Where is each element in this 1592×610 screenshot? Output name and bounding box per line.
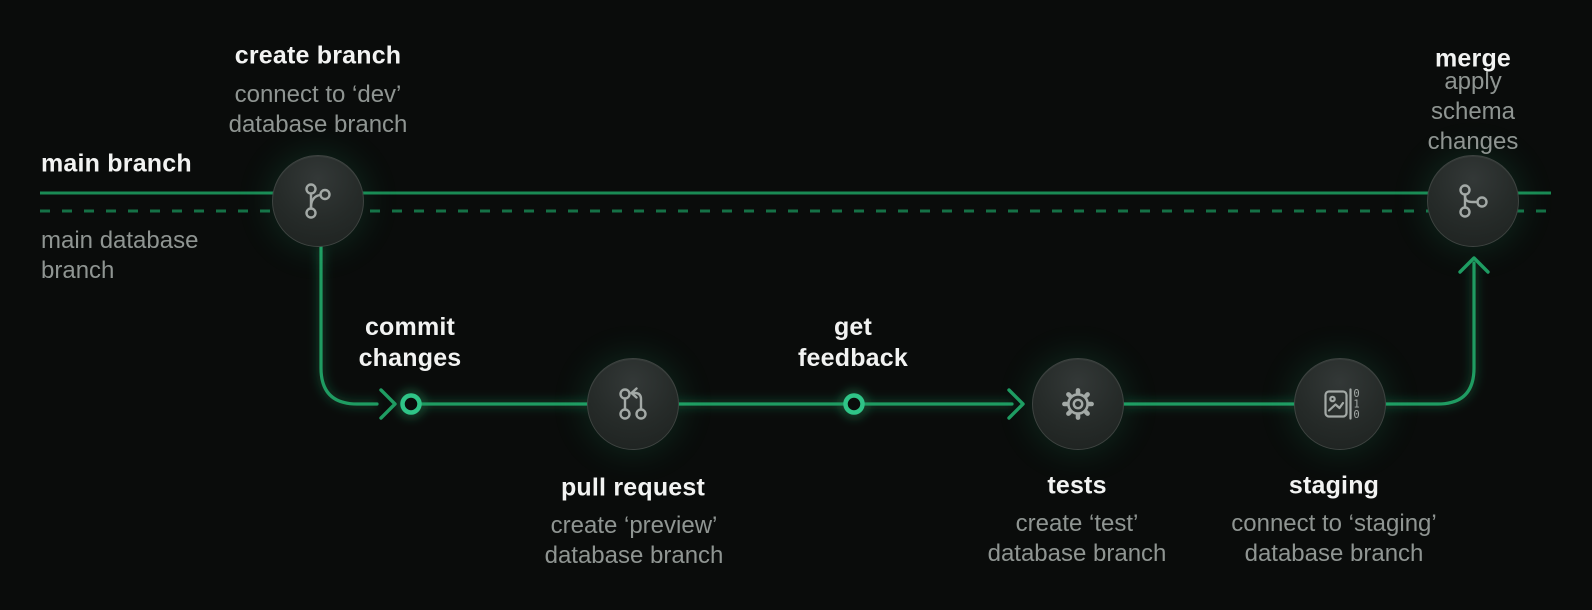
merge-title: merge: [1434, 44, 1512, 73]
feedback-dot: [843, 393, 865, 415]
chevron-right-icon: [379, 388, 397, 420]
commit-dot: [400, 393, 422, 415]
staging-subtitle: connect to ‘staging’ database branch: [1231, 510, 1437, 567]
node-create-branch: [272, 155, 364, 247]
node-pull-request: [587, 358, 679, 450]
image-binary-icon: 0 1 0: [1324, 388, 1360, 421]
node-staging: 0 1 0: [1294, 358, 1386, 450]
binary-digit: 0: [1353, 409, 1359, 421]
git-merge-icon: [1459, 184, 1488, 218]
pull-request-icon: [619, 387, 647, 420]
node-merge: [1427, 155, 1519, 247]
create-branch-subtitle: connect to ‘dev’ database branch: [228, 81, 408, 138]
gear-icon: [1062, 388, 1094, 420]
commit-changes-label: commit changes: [358, 313, 462, 372]
get-feedback-label: get feedback: [798, 313, 908, 372]
main-branch-label: main branch: [41, 149, 192, 178]
tests-subtitle: create ‘test’ database branch: [987, 510, 1167, 567]
node-tests: [1032, 358, 1124, 450]
pull-request-title: pull request: [560, 473, 706, 502]
staging-title: staging: [1288, 471, 1380, 500]
main-database-branch-label: main database branch: [41, 227, 199, 284]
binary-digit: 0: [1353, 388, 1359, 400]
pull-request-subtitle: create ‘preview’ database branch: [544, 512, 724, 569]
merge-subtitle: apply schema changes: [1427, 68, 1519, 155]
binary-digit: 1: [1353, 399, 1359, 411]
chevron-right-icon: [1007, 388, 1025, 420]
create-branch-title: create branch: [234, 41, 402, 70]
arrow-up-icon: [1458, 256, 1490, 274]
git-branch-icon: [305, 183, 331, 219]
tests-title: tests: [1047, 471, 1107, 500]
